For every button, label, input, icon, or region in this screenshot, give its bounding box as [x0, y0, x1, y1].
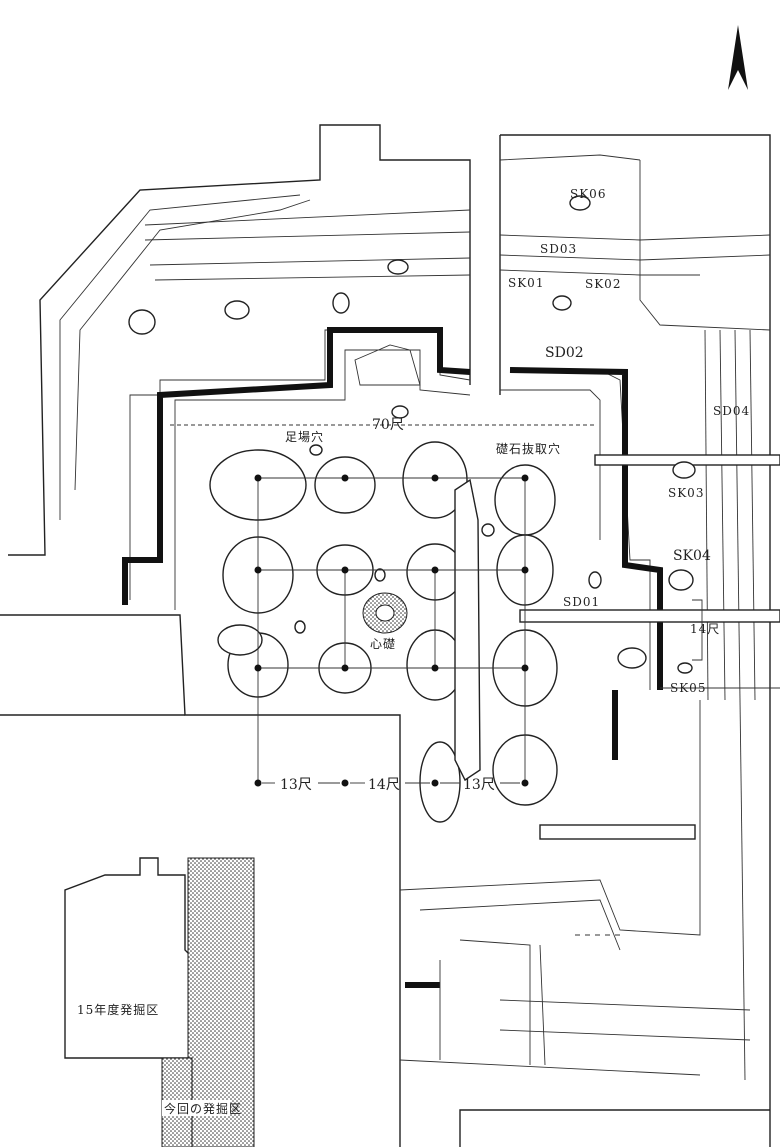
label-sd03: SD03 [540, 242, 577, 256]
label-sd04: SD04 [713, 404, 750, 418]
label-70-shaku: 70尺 [372, 417, 404, 433]
legend-current-excavation: 今回の発掘区 [164, 1101, 242, 1116]
label-heart-stone: 心礎 [370, 637, 396, 651]
label-sk01: SK01 [508, 276, 544, 290]
label-14-shaku-right: 14尺 [690, 622, 720, 636]
label-sd01: SD01 [563, 595, 600, 609]
label-robbed-stone-hole: 礎石抜取穴 [496, 441, 561, 456]
foundation-trench [129, 329, 651, 690]
heart-stone [362, 592, 408, 634]
label-sk03: SK03 [668, 486, 704, 500]
north-arrow-icon [728, 25, 748, 90]
label-sd02: SD02 [545, 345, 584, 361]
label-14-shaku-bottom: 14尺 [368, 777, 400, 793]
label-sk02: SK02 [585, 277, 621, 291]
channel-sd01 [519, 454, 780, 840]
label-13-shaku-left: 13尺 [280, 777, 312, 793]
label-sk04: SK04 [673, 548, 711, 564]
label-sk06: SK06 [570, 187, 606, 201]
legend-15-excavation: 15年度発掘区 [77, 1002, 159, 1017]
label-sk05: SK05 [670, 681, 706, 695]
excavation-boundaries [0, 124, 771, 1147]
feature-labels: SK06 SD03 SK01 SK02 SD02 SD04 SK03 SK04 … [280, 187, 750, 793]
label-scaffold-hole: 足場穴 [285, 429, 324, 444]
channel-sd04 [704, 329, 756, 701]
pillar-grid [170, 424, 703, 787]
label-13-shaku-right: 13尺 [463, 777, 495, 793]
lower-trenches [399, 699, 751, 1081]
inset-key: 15年度発掘区 今回の発掘区 [64, 857, 255, 1147]
